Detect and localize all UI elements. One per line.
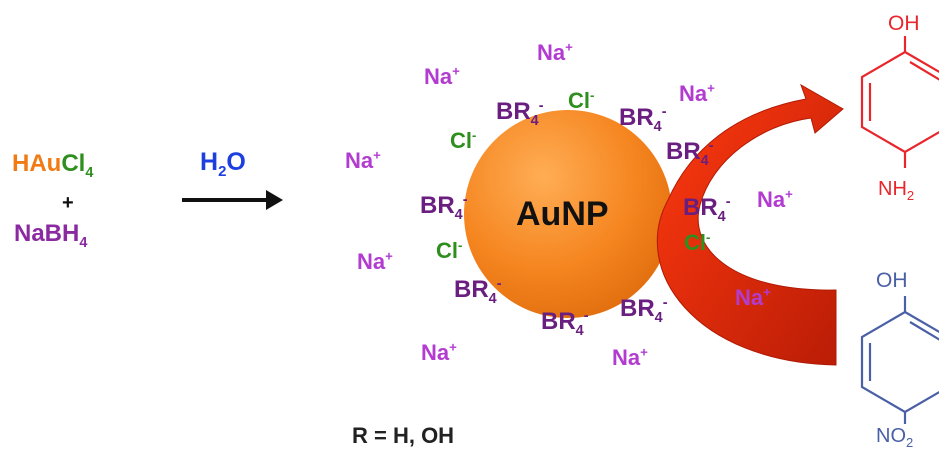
sodium-ion: Na+ [537, 39, 573, 65]
borate-ion: BR4- [620, 295, 668, 326]
solvent-h: H [200, 148, 219, 176]
sodium-ion: Na+ [679, 80, 715, 106]
reaction-arrowhead [266, 190, 283, 210]
particle-label: AuNP [516, 195, 609, 233]
reactant-bottom-subscript: 2 [906, 435, 913, 450]
chloride-ion: Cl- [684, 229, 711, 255]
borate-ion: BR4- [420, 192, 468, 223]
borate-ion: BR4- [454, 276, 502, 307]
sodium-ion: Na+ [421, 339, 457, 365]
sodium-ion: Na+ [345, 147, 381, 173]
product-double-bond-2 [909, 61, 939, 81]
sodium-ion: Na+ [757, 186, 793, 212]
product-benzene-ring [860, 50, 939, 154]
product-top-group: OH [888, 12, 920, 35]
sodium-ion: Na+ [357, 248, 393, 274]
r-group-caption: R = H, OH [352, 423, 455, 448]
borate-ion: BR4- [541, 308, 589, 339]
borate-ion: BR4- [683, 194, 731, 225]
reactant-bottom-text: NO [876, 425, 906, 447]
solvent-subscript: 2 [218, 163, 227, 180]
reactant-double-bond-2 [909, 321, 939, 341]
gold-salt-subscript: 4 [85, 164, 94, 181]
sodium-ion: Na+ [612, 344, 648, 370]
gold-salt-cl: Cl [61, 150, 86, 177]
borohydride-subscript: 4 [79, 234, 88, 251]
reactant-top-group: OH [876, 269, 908, 292]
borohydride-text: NaBH [14, 220, 80, 247]
curved-red-arrow [656, 83, 844, 366]
chloride-ion: Cl- [450, 127, 477, 153]
solvent-o: O [226, 148, 246, 176]
sodium-ion: Na+ [735, 284, 771, 310]
product-molecule [860, 36, 939, 168]
product-bottom-text: NH [878, 178, 907, 200]
reactant-bottom-group: NO2 [876, 425, 913, 450]
chloride-ion: Cl- [436, 237, 463, 263]
borohydride-formula: NaBH4 [14, 220, 87, 250]
gold-nanoparticle [464, 110, 672, 318]
reactant-benzene-ring [860, 310, 939, 414]
chloride-ion: Cl- [568, 87, 595, 113]
reactant-molecule [860, 296, 939, 424]
solvent-label: H2O [200, 148, 246, 180]
gold-salt-formula: HAuCl4 [12, 150, 93, 180]
borate-ion: BR4- [496, 98, 544, 129]
plus-sign: + [62, 192, 74, 214]
borate-ion: BR4- [619, 104, 667, 135]
product-bottom-group: NH2 [878, 178, 914, 203]
sodium-ion: Na+ [424, 63, 460, 89]
borate-ion: BR4- [666, 138, 714, 169]
product-bottom-subscript: 2 [907, 188, 914, 203]
gold-salt-hau: HAu [12, 150, 62, 177]
